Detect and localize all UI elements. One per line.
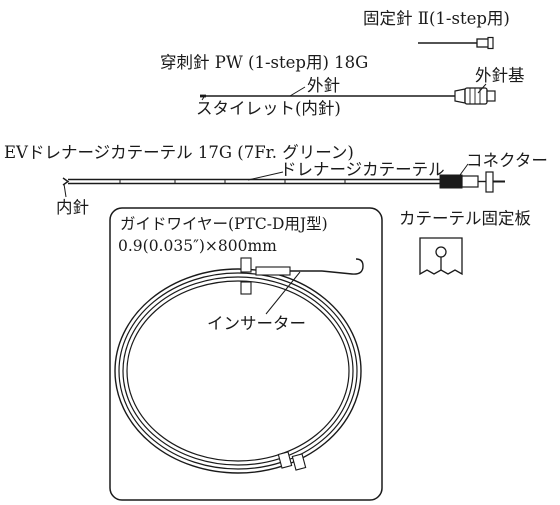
drainage-catheter (62, 177, 440, 186)
puncture-needle-label: 穿刺針 PW (1-step用) 18G (160, 53, 368, 72)
inserter-label: インサーター (207, 314, 306, 333)
outer-needle-hub-leader (477, 83, 487, 94)
inserter-leader (265, 271, 301, 315)
inner-needle-leader (63, 183, 67, 198)
guidewire-coil (114, 268, 362, 474)
inner-needle-label: 内針 (56, 198, 89, 217)
catheter-title: EVドレナージカテーテル 17G (7Fr. グリーン) (4, 143, 354, 162)
stylet-leader (201, 96, 205, 101)
outer-needle-label: 外針 (307, 76, 340, 95)
puncture-needle (200, 87, 496, 105)
coil-clip-top (240, 257, 252, 295)
inserter (255, 258, 364, 276)
fixation-needle (418, 36, 494, 50)
fixation-plate (419, 237, 463, 276)
outer-needle-hub-label: 外針基 (475, 66, 525, 85)
fixation-plate-label: カテーテル固定板 (399, 209, 531, 228)
drainage-catheter-leader (247, 171, 284, 181)
drainage-catheter-label: ドレナージカテーテル (280, 160, 445, 179)
stylet-label: スタイレット(内針) (196, 99, 341, 118)
coil-clip-bottom (277, 451, 307, 471)
outer-needle-leader (289, 86, 306, 97)
connector-label: コネクター (466, 151, 548, 170)
guidewire-title: ガイドワイヤー(PTC-D用J型) (120, 215, 328, 233)
guidewire-box (109, 207, 383, 501)
guidewire-spec: 0.9(0.035″)×800mm (118, 237, 277, 255)
fixation-needle-label: 固定針 Ⅱ(1-step用) (363, 9, 510, 28)
connector (439, 171, 505, 193)
connector-leader (459, 163, 469, 176)
